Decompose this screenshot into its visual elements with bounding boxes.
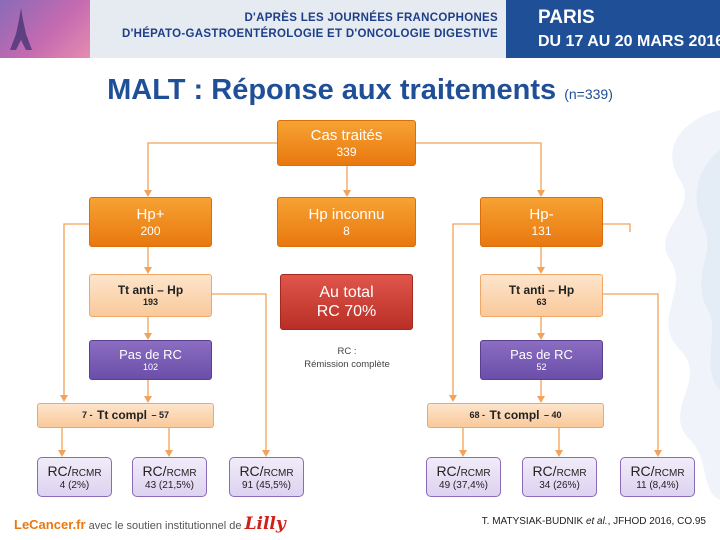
rc-note: RC : Rémission complète xyxy=(282,346,412,372)
node-au-total-line2: RC 70% xyxy=(316,303,377,320)
outcome-label: RC/RCMR xyxy=(47,462,102,479)
node-hp-negative-label: Hp- xyxy=(529,205,554,223)
node-tt-anti-hp-left-label: Tt anti – Hp xyxy=(117,282,184,297)
node-tt-anti-hp-right-label: Tt anti – Hp xyxy=(508,282,575,297)
header-dates: DU 17 AU 20 MARS 2016 xyxy=(538,33,720,50)
node-hp-negative: Hp- 131 xyxy=(480,197,603,247)
outcome-box: RC/RCMR 43 (21,5%) xyxy=(132,457,207,497)
tt-compl-left-label: Tt compl xyxy=(96,408,147,423)
title-n: (n=339) xyxy=(564,86,613,102)
node-hp-positive-label: Hp+ xyxy=(136,205,165,223)
ref-rest: , JFHOD 2016, CO.95 xyxy=(607,516,706,527)
outcome-box: RC/RCMR 49 (37,4%) xyxy=(426,457,501,497)
footer-sponsor-logo: LeCancer.fr avec le soutien institutionn… xyxy=(14,514,286,534)
outcome-label: RC/RCMR xyxy=(532,462,587,479)
lecancer-logo: LeCancer.fr xyxy=(14,517,86,532)
outcome-label: RC/RCMR xyxy=(436,462,491,479)
outcome-box: RC/RCMR 34 (26%) xyxy=(522,457,597,497)
tt-compl-right-n1: 68 - xyxy=(469,410,486,421)
lilly-logo: Lilly xyxy=(244,514,286,534)
outcome-box: RC/RCMR 91 (45,5%) xyxy=(229,457,304,497)
node-pas-de-rc-right-value: 52 xyxy=(536,362,547,373)
node-tt-anti-hp-right-value: 63 xyxy=(536,297,547,308)
node-tt-compl-right: 68 - Tt compl – 40 xyxy=(427,403,604,428)
tt-compl-left-n1: 7 - xyxy=(82,410,93,421)
outcome-value: 34 (26%) xyxy=(539,479,580,491)
outcome-value: 11 (8,4%) xyxy=(636,479,679,491)
node-hp-unknown-label: Hp inconnu xyxy=(308,205,385,223)
page-title: MALT : Réponse aux traitements (n=339) xyxy=(0,74,720,107)
header-location-box: PARIS DU 17 AU 20 MARS 2016 xyxy=(506,0,720,58)
eiffel-tower-icon xyxy=(10,8,32,50)
node-pas-de-rc-left-value: 102 xyxy=(142,362,159,373)
node-hp-negative-value: 131 xyxy=(531,223,552,238)
node-au-total-line1: Au total xyxy=(319,283,374,301)
header-line-2: D'HÉPATO-GASTROENTÉROLOGIE ET D'ONCOLOGI… xyxy=(121,28,498,40)
outcome-value: 4 (2%) xyxy=(59,479,90,491)
node-hp-unknown-value: 8 xyxy=(343,223,350,238)
header-line-1: D'APRÈS LES JOURNÉES FRANCOPHONES xyxy=(244,12,498,24)
node-pas-de-rc-left: Pas de RC 102 xyxy=(89,340,212,380)
ref-author: T. MATYSIAK-BUDNIK xyxy=(481,516,584,527)
outcome-value: 91 (45,5%) xyxy=(242,479,291,491)
node-hp-positive-value: 200 xyxy=(140,223,161,238)
rc-note-line1: RC : xyxy=(337,346,357,357)
node-cas-traites: Cas traités 339 xyxy=(277,120,416,166)
node-tt-anti-hp-left: Tt anti – Hp 193 xyxy=(89,274,212,317)
tt-compl-right-n2: – 40 xyxy=(543,410,562,421)
tt-compl-right-label: Tt compl xyxy=(489,408,540,423)
outcome-value: 49 (37,4%) xyxy=(439,479,488,491)
node-hp-positive: Hp+ 200 xyxy=(89,197,212,247)
outcome-label: RC/RCMR xyxy=(239,462,294,479)
node-tt-anti-hp-left-value: 193 xyxy=(142,297,159,308)
node-hp-unknown: Hp inconnu 8 xyxy=(277,197,416,247)
node-au-total: Au total RC 70% xyxy=(280,274,413,330)
sponsor-text: avec le soutien institutionnel de xyxy=(88,520,242,532)
tt-compl-left-n2: – 57 xyxy=(151,410,169,421)
outcome-box: RC/RCMR 11 (8,4%) xyxy=(620,457,695,497)
node-cas-traites-value: 339 xyxy=(336,144,357,159)
outcome-value: 43 (21,5%) xyxy=(145,479,194,491)
header-banner: D'APRÈS LES JOURNÉES FRANCOPHONES D'HÉPA… xyxy=(0,0,720,58)
outcome-label: RC/RCMR xyxy=(142,462,197,479)
outcome-label: RC/RCMR xyxy=(630,462,685,479)
node-tt-compl-left: 7 - Tt compl – 57 xyxy=(37,403,214,428)
header-city: PARIS xyxy=(538,7,595,28)
node-cas-traites-label: Cas traités xyxy=(310,126,383,144)
background-decoration xyxy=(665,110,720,500)
outcome-box: RC/RCMR 4 (2%) xyxy=(37,457,112,497)
congress-logo xyxy=(0,0,90,58)
node-pas-de-rc-right-label: Pas de RC xyxy=(510,346,573,362)
rc-note-line2: Rémission complète xyxy=(304,358,390,370)
footer-reference: T. MATYSIAK-BUDNIK et al., JFHOD 2016, C… xyxy=(482,516,706,527)
ref-etal: et al. xyxy=(585,516,608,527)
node-pas-de-rc-right: Pas de RC 52 xyxy=(480,340,603,380)
node-pas-de-rc-left-label: Pas de RC xyxy=(119,346,182,362)
node-tt-anti-hp-right: Tt anti – Hp 63 xyxy=(480,274,603,317)
title-main: MALT : Réponse aux traitements xyxy=(107,74,557,106)
